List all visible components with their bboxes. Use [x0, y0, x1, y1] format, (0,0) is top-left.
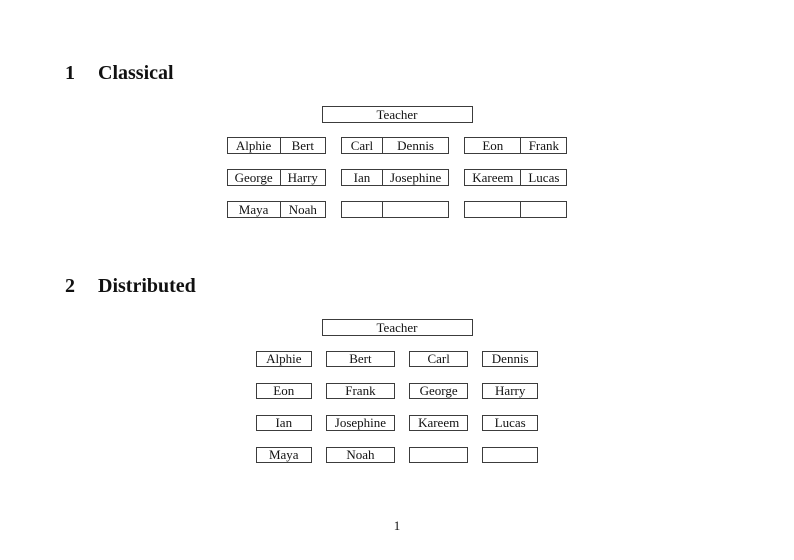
empty-seat-cell	[482, 447, 539, 463]
seat-cell: Maya	[255, 447, 312, 463]
seat-cell: Frank	[520, 137, 568, 154]
empty-seat-cell	[340, 201, 382, 218]
desk: Maya Noah	[226, 201, 326, 218]
seat-cell: Frank	[325, 383, 396, 399]
section-heading-distributed: 2 Distributed	[65, 276, 794, 297]
desk-column-1: Alphie Bert George Harry Maya Noah	[226, 122, 326, 233]
seat-cell: Eon	[464, 137, 521, 154]
seat-cell: Josephine	[325, 415, 396, 431]
desk	[340, 201, 450, 218]
seat-cell: Carl	[409, 351, 469, 367]
empty-seat-cell	[409, 447, 469, 463]
seat-cell: Harry	[482, 383, 539, 399]
desk-column-2: Carl Dennis Ian Josephine	[340, 122, 450, 233]
section-number: 2	[65, 275, 75, 297]
seat-cell: Bert	[279, 137, 326, 154]
section-heading-classical: 1 Classical	[65, 63, 794, 84]
desk: Alphie Bert	[226, 137, 326, 154]
seat-cell: Noah	[279, 201, 326, 218]
desk	[464, 201, 568, 218]
seat-cell: Noah	[325, 447, 396, 463]
seat-cell: Alphie	[255, 351, 312, 367]
page-number: 1	[393, 518, 401, 533]
seat-cell: Kareem	[409, 415, 469, 431]
seat-cell: Lucas	[482, 415, 539, 431]
empty-seat-cell	[381, 201, 450, 218]
seat-cell: Maya	[226, 201, 280, 218]
desk: Kareem Lucas	[464, 169, 568, 186]
desk-column-3: Eon Frank Kareem Lucas	[464, 122, 568, 233]
section-number: 1	[65, 62, 75, 84]
seat-cell: Kareem	[464, 169, 521, 186]
empty-seat-cell	[464, 201, 521, 218]
seat-cell: Lucas	[520, 169, 568, 186]
seat-cell: George	[226, 169, 280, 186]
seat-cell: Dennis	[482, 351, 539, 367]
desk: Carl Dennis	[340, 137, 450, 154]
seat-cell: Josephine	[381, 169, 450, 186]
seat-cell: Eon	[255, 383, 312, 399]
section-title: Distributed	[98, 275, 196, 297]
seat-cell: Ian	[340, 169, 382, 186]
seat-cell: Bert	[325, 351, 396, 367]
classical-desk-grid: Alphie Bert George Harry Maya Noah Carl …	[0, 122, 794, 233]
seat-cell: George	[409, 383, 469, 399]
seat-cell: Harry	[279, 169, 326, 186]
teacher-box: Teacher	[321, 319, 473, 336]
distributed-seating-diagram: Teacher Alphie Bert Carl Dennis Eon Fran…	[0, 319, 794, 463]
teacher-box: Teacher	[321, 106, 473, 123]
distributed-desk-grid: Alphie Bert Carl Dennis Eon Frank George…	[0, 351, 794, 463]
desk: Ian Josephine	[340, 169, 450, 186]
seat-cell: Ian	[255, 415, 312, 431]
empty-seat-cell	[520, 201, 568, 218]
classical-seating-diagram: Teacher Alphie Bert George Harry Maya No…	[0, 106, 794, 233]
desk: Eon Frank	[464, 137, 568, 154]
section-title: Classical	[98, 62, 174, 84]
seat-cell: Alphie	[226, 137, 280, 154]
seat-cell: Carl	[340, 137, 382, 154]
desk: George Harry	[226, 169, 326, 186]
seat-cell: Dennis	[381, 137, 450, 154]
